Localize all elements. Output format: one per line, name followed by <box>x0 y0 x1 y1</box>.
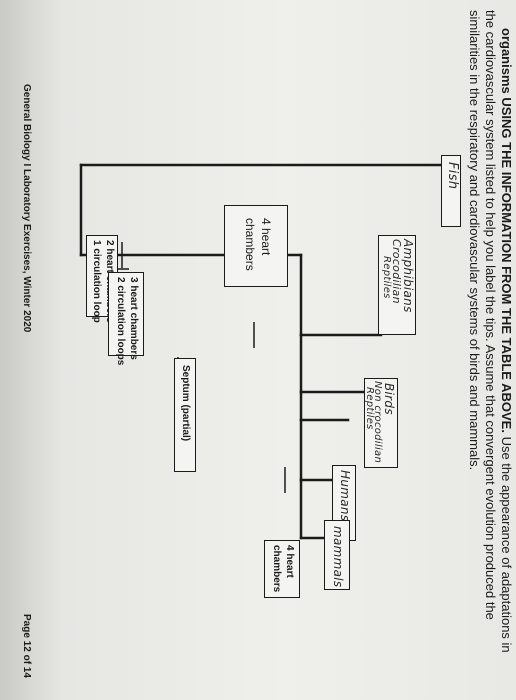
tip-fish: Fish <box>441 155 461 227</box>
four-chambers-b-line1: 4 heart <box>284 545 295 578</box>
label-four-chambers-a: 4 heart chambers <box>224 205 288 287</box>
tip-mammals-label: mammals <box>331 526 345 588</box>
tip-amphibians-crocodilian: Amphibians Crocodilian Reptiles <box>378 235 416 335</box>
four-chambers-a-line2: chambers <box>243 218 257 271</box>
tip-amphibians-label: Amphibians <box>401 239 415 313</box>
footer-page-number: Page 12 of 14 <box>21 614 32 678</box>
three-chambers-line1: 3 heart chambers <box>128 277 139 360</box>
tip-mammals: mammals <box>324 520 350 590</box>
label-three-chambers: 3 heart chambers 2 circulation loops <box>108 272 144 365</box>
tip-birds-noncrocodilian: Birds Non crocodilian Reptiles <box>364 378 398 468</box>
tip-fish-label: Fish <box>445 162 460 190</box>
four-chambers-a-line1: 4 heart <box>259 218 273 256</box>
septum-text: Septum (partial) <box>180 365 191 442</box>
tip-noncroc-line2: Reptiles <box>364 387 375 430</box>
label-four-chambers-b: 4 heart chambers <box>264 540 300 598</box>
footer-left: General Biology I Laboratory Exercises, … <box>21 84 32 333</box>
tip-humans-label: Humans <box>338 470 352 522</box>
tip-crocodilian-line2: Reptiles <box>381 256 392 299</box>
four-chambers-b-line2: chambers <box>271 545 282 593</box>
two-chambers-line2: 1 circulation loop <box>91 240 102 323</box>
tip-birds-label: Birds <box>382 383 396 415</box>
three-chambers-line2: 2 circulation loops <box>115 277 126 366</box>
label-septum: Septum (partial) <box>174 358 196 472</box>
